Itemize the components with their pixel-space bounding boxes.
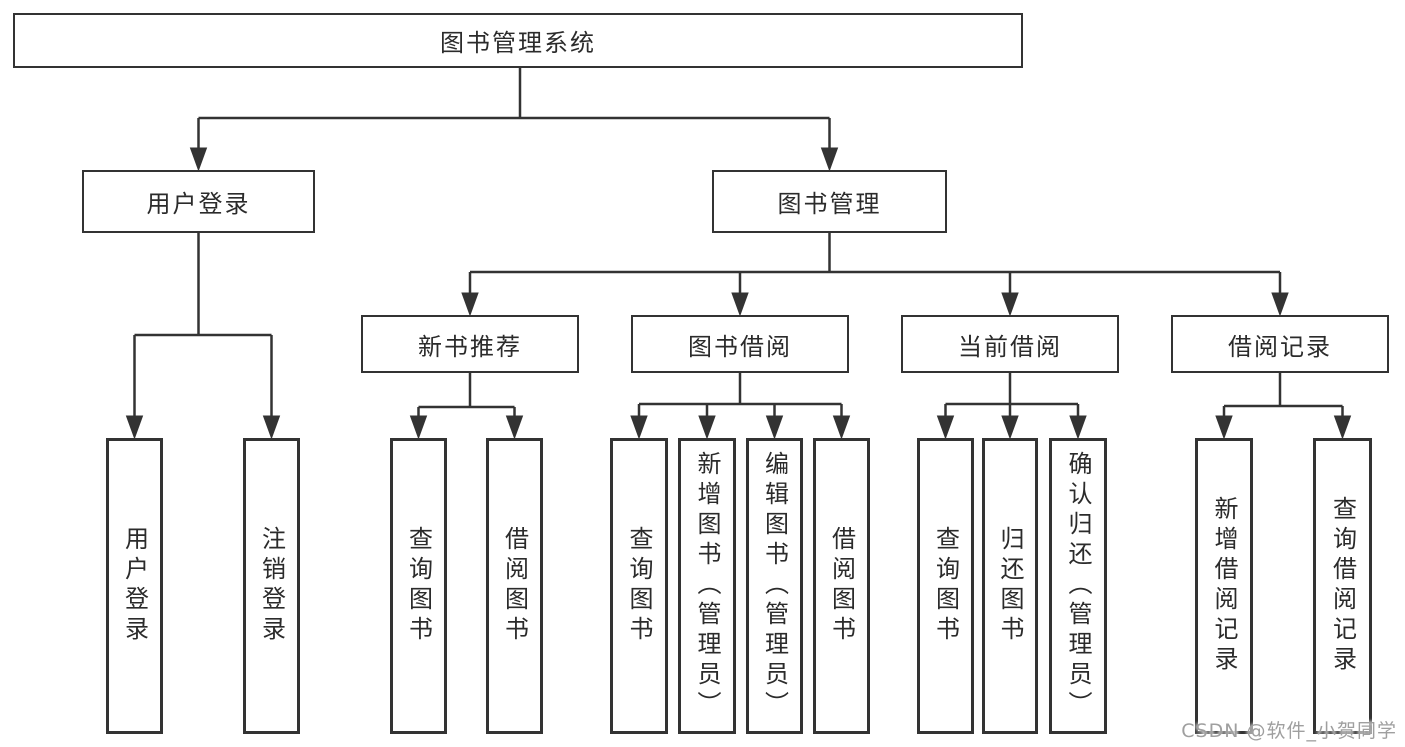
node-new-book-recommend: 新书推荐 — [361, 315, 579, 373]
leaf-records-query-record-label: 查询借阅记录 — [1328, 496, 1357, 676]
leaf-logout: 注销登录 — [243, 438, 300, 734]
node-user-login-label: 用户登录 — [146, 190, 251, 218]
leaf-borrow-borrow-books-label: 借阅图书 — [827, 526, 856, 646]
leaf-rec-query-books: 查询图书 — [390, 438, 447, 734]
node-new-book-recommend-label: 新书推荐 — [418, 332, 522, 361]
leaf-logout-label: 注销登录 — [257, 526, 286, 646]
csdn-watermark: CSDN @软件_小贺同学 — [1181, 720, 1397, 742]
leaf-records-add-record: 新增借阅记录 — [1195, 438, 1253, 734]
leaf-current-return-books-label: 归还图书 — [996, 526, 1024, 646]
leaf-rec-borrow-books: 借阅图书 — [486, 438, 543, 734]
node-book-management-label: 图书管理 — [777, 190, 882, 218]
leaf-current-confirm-return-admin: 确认归还（管理员） — [1049, 438, 1107, 734]
leaf-current-query-books: 查询图书 — [917, 438, 974, 734]
leaf-borrow-edit-books-admin: 编辑图书（管理员） — [746, 438, 803, 734]
node-current-borrow: 当前借阅 — [901, 315, 1119, 373]
leaf-borrow-query-books-label: 查询图书 — [625, 526, 653, 646]
leaf-current-return-books: 归还图书 — [982, 438, 1038, 734]
leaf-records-query-record: 查询借阅记录 — [1313, 438, 1372, 734]
node-book-borrow-label: 图书借阅 — [688, 332, 792, 361]
leaf-current-confirm-return-admin-label: 确认归还（管理员） — [1064, 451, 1092, 721]
node-book-management: 图书管理 — [712, 170, 947, 233]
leaf-records-add-record-label: 新增借阅记录 — [1210, 496, 1238, 676]
leaf-borrow-borrow-books: 借阅图书 — [813, 438, 870, 734]
node-library-system-label: 图书管理系统 — [440, 29, 596, 57]
node-borrow-records-label: 借阅记录 — [1228, 332, 1332, 361]
node-book-borrow: 图书借阅 — [631, 315, 849, 373]
leaf-borrow-add-books-admin-label: 新增图书（管理员） — [693, 451, 721, 721]
leaf-rec-borrow-books-label: 借阅图书 — [500, 526, 529, 646]
leaf-rec-query-books-label: 查询图书 — [404, 526, 433, 646]
leaf-borrow-edit-books-admin-label: 编辑图书（管理员） — [760, 451, 789, 721]
leaf-borrow-add-books-admin: 新增图书（管理员） — [678, 438, 736, 734]
leaf-user-login-label: 用户登录 — [120, 526, 149, 646]
node-current-borrow-label: 当前借阅 — [958, 332, 1062, 361]
node-borrow-records: 借阅记录 — [1171, 315, 1389, 373]
node-library-system: 图书管理系统 — [13, 13, 1023, 68]
leaf-user-login: 用户登录 — [106, 438, 163, 734]
node-user-login: 用户登录 — [82, 170, 315, 233]
leaf-current-query-books-label: 查询图书 — [931, 526, 960, 646]
leaf-borrow-query-books: 查询图书 — [610, 438, 668, 734]
